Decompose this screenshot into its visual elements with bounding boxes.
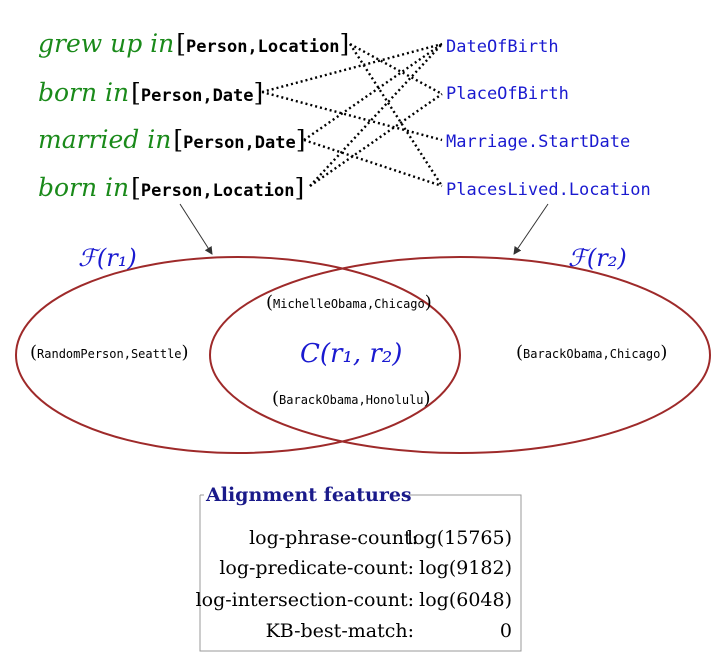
- phrase-1-types: Person,Date: [141, 86, 254, 106]
- pair-right-only: BarackObama,Chicago: [523, 347, 660, 361]
- pair-left-only: RandomPerson,Seattle: [37, 347, 182, 361]
- svg-text:(BarackObama,Honolulu): (BarackObama,Honolulu): [272, 388, 431, 409]
- set-label-left: ℱ(r₁): [78, 244, 137, 272]
- phrase-0-types: Person,Location: [186, 37, 340, 57]
- phrase-3-text: born in: [38, 173, 129, 202]
- feature-value-3: 0: [500, 620, 512, 642]
- link-grewup-placeslived: [348, 43, 444, 187]
- pair-both-bottom: BarackObama,Honolulu: [279, 393, 424, 407]
- arrow-left: [179, 203, 213, 255]
- predicate-1: PlaceOfBirth: [446, 84, 569, 104]
- feature-label-0: log-phrase-count:: [249, 527, 418, 549]
- svg-text:(RandomPerson,Seattle): (RandomPerson,Seattle): [30, 342, 189, 363]
- predicate-3: PlacesLived.Location: [446, 180, 651, 200]
- feature-label-2: log-intersection-count:: [196, 589, 414, 611]
- features-box: Alignment features log-phrase-count: log…: [196, 484, 522, 652]
- alignment-links: [261, 42, 444, 188]
- svg-text:married in[Person,Date]: married in[Person,Date]: [38, 125, 305, 154]
- feature-value-1: log(9182): [419, 557, 512, 579]
- phrase-2: married in[Person,Date]: [38, 125, 305, 154]
- intersection-label: C(r₁, r₂): [300, 339, 402, 369]
- phrase-2-types: Person,Date: [183, 133, 296, 153]
- set-label-right: ℱ(r₂): [568, 244, 627, 272]
- feature-label-1: log-predicate-count:: [219, 557, 414, 579]
- link-married-dateofbirth: [303, 43, 443, 141]
- phrase-1-text: born in: [38, 78, 129, 107]
- svg-text:(MichelleObama,Chicago): (MichelleObama,Chicago): [266, 292, 432, 313]
- phrase-0: grew up in[Person,Location]: [38, 29, 349, 58]
- features-title: Alignment features: [205, 484, 412, 506]
- phrase-3: born in[Person,Location]: [38, 173, 304, 202]
- link-borninloc-dateofbirth: [309, 43, 443, 187]
- link-bornin-dateofbirth: [261, 42, 443, 94]
- ellipse-left: [15, 256, 461, 454]
- predicate-0: DateOfBirth: [446, 37, 559, 57]
- svg-text:grew up in[Person,Location]: grew up in[Person,Location]: [38, 29, 349, 58]
- phrase-1: born in[Person,Date]: [38, 78, 263, 107]
- svg-text:born in[Person,Location]: born in[Person,Location]: [38, 173, 304, 202]
- svg-text:born in[Person,Date]: born in[Person,Date]: [38, 78, 263, 107]
- link-married-placeslived: [303, 138, 443, 188]
- link-borninloc-placeofbirth: [309, 93, 443, 187]
- link-bornin-marriage: [261, 90, 443, 142]
- ellipse-right: [209, 256, 711, 454]
- phrase-2-text: married in: [38, 125, 171, 154]
- predicate-2: Marriage.StartDate: [446, 132, 630, 152]
- feature-label-3: KB-best-match:: [266, 620, 414, 642]
- link-grewup-placeofbirth: [349, 42, 443, 96]
- phrase-0-text: grew up in: [38, 29, 174, 58]
- svg-text:(BarackObama,Chicago): (BarackObama,Chicago): [516, 342, 667, 363]
- feature-value-0: log(15765): [407, 527, 512, 549]
- phrase-3-types: Person,Location: [141, 181, 295, 201]
- arrow-right: [513, 203, 549, 255]
- pair-both-top: MichelleObama,Chicago: [273, 297, 425, 311]
- feature-value-2: log(6048): [419, 589, 512, 611]
